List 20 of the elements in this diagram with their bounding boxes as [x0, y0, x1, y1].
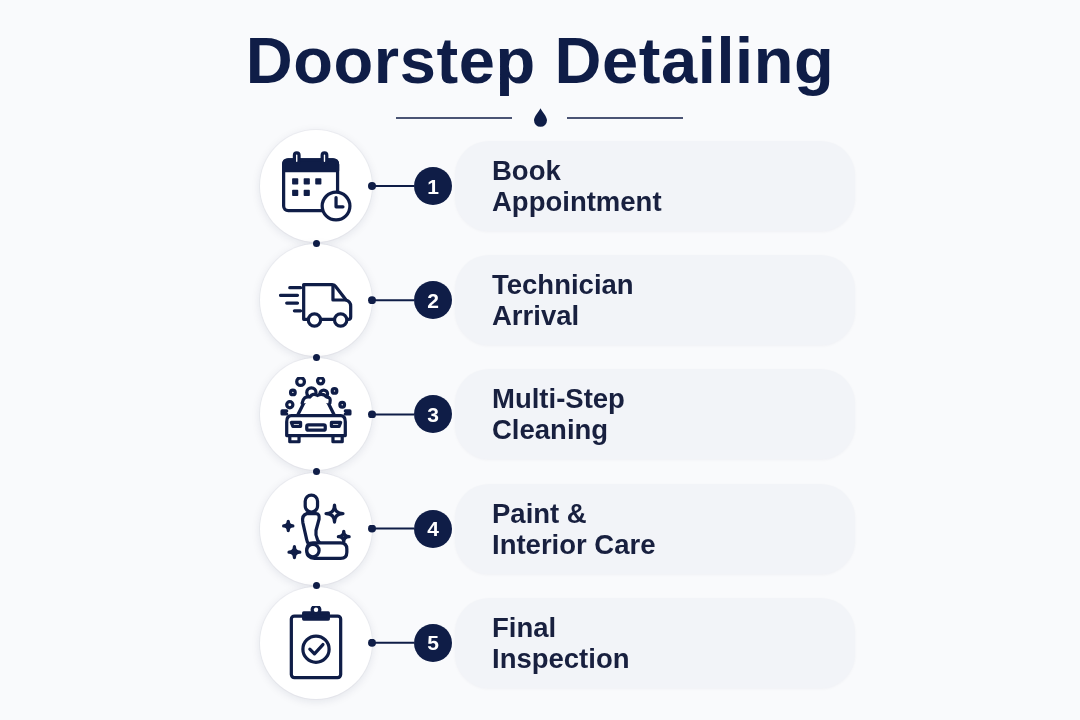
connector-line [368, 296, 415, 305]
step-title: Final Inspection [492, 611, 631, 674]
connector-line [368, 524, 415, 533]
connector-line [368, 182, 415, 190]
step-title: Multi-Step Cleaning [492, 383, 626, 446]
number-circle [414, 395, 452, 434]
number-circle [414, 509, 452, 548]
number-circle [414, 623, 452, 662]
connector-line [368, 410, 415, 419]
step-number: 3 [427, 403, 439, 425]
step-number: 4 [427, 518, 439, 540]
connector-line [368, 638, 415, 647]
step-number: 5 [427, 632, 439, 654]
step-title: Paint & Interior Care [492, 497, 657, 560]
number-circle [414, 281, 452, 320]
step-title: Book Appointment [492, 154, 663, 218]
number-circle [414, 167, 452, 205]
step-title: Technician Arrival [492, 269, 635, 332]
step-number: 2 [427, 289, 439, 311]
step-number: 1 [427, 175, 439, 197]
